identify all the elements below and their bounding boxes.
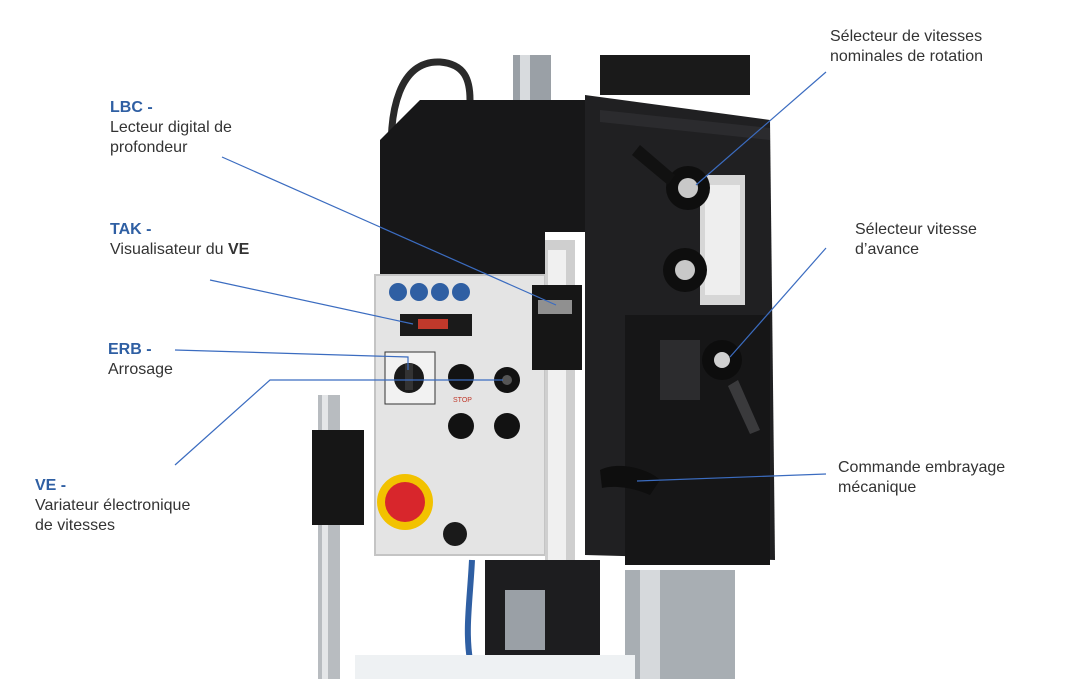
callout-tak: TAK - Visualisateur du VE <box>110 220 249 260</box>
callout-ve-line1: Variateur électronique <box>35 497 191 514</box>
leader-lbc <box>221 156 557 306</box>
lbc-depth-reader <box>532 285 582 370</box>
power-cable <box>387 58 474 166</box>
callout-erb-text: Arrosage <box>108 361 173 378</box>
callout-lbc-line1: Lecteur digital de <box>110 119 232 136</box>
callout-embrayage-line2: mécanique <box>838 479 917 496</box>
bottom-knob[interactable] <box>443 522 467 546</box>
callout-embrayage: Commande embrayage mécanique <box>838 458 1005 498</box>
callout-sel-avance-line2: d’avance <box>855 241 920 258</box>
leader-ve <box>174 379 503 466</box>
key-switch[interactable] <box>448 413 474 439</box>
stop-button[interactable] <box>448 364 474 390</box>
callout-ve-code: VE - <box>35 477 67 494</box>
callout-tak-code: TAK - <box>110 221 152 238</box>
coolant-hose <box>464 559 475 661</box>
callout-ve: VE - Variateur électronique de vitesses <box>35 476 190 536</box>
leader-sel-avance <box>729 247 827 358</box>
clutch-lever[interactable] <box>600 465 660 495</box>
leader-erb <box>174 349 409 370</box>
callout-lbc-line2: profondeur <box>110 139 188 156</box>
callout-sel-rot: Sélecteur de vitesses nominales de rotat… <box>830 27 983 67</box>
callout-embrayage-line1: Commande embrayage <box>838 459 1006 476</box>
callout-sel-rot-line1: Sélecteur de vitesses <box>830 28 983 45</box>
callout-lbc-code: LBC - <box>110 99 153 116</box>
leader-embrayage <box>636 473 827 482</box>
emergency-stop-button[interactable] <box>385 482 425 522</box>
callout-tak-text-bold: VE <box>228 241 250 258</box>
callout-lbc: LBC - Lecteur digital de profondeur <box>110 98 232 158</box>
callout-tak-text: Visualisateur du VE <box>110 240 249 260</box>
leader-sel-rot <box>695 71 827 186</box>
callout-tak-text-before: Visualisateur du <box>110 241 228 258</box>
head-body-left <box>380 100 590 280</box>
callout-sel-avance: Sélecteur vitesse d’avance <box>855 220 977 260</box>
callout-sel-rot-line2: nominales de rotation <box>830 48 983 65</box>
side-bracket <box>312 430 364 525</box>
leader-tak <box>209 279 414 325</box>
rotary-switch[interactable] <box>494 413 520 439</box>
callout-sel-avance-line1: Sélecteur vitesse <box>855 221 977 238</box>
callout-erb: ERB - Arrosage <box>108 340 173 380</box>
callout-erb-code: ERB - <box>108 341 152 358</box>
head-top-cap <box>600 55 750 95</box>
stop-text: STOP <box>453 397 472 404</box>
callout-ve-line2: de vitesses <box>35 517 116 534</box>
